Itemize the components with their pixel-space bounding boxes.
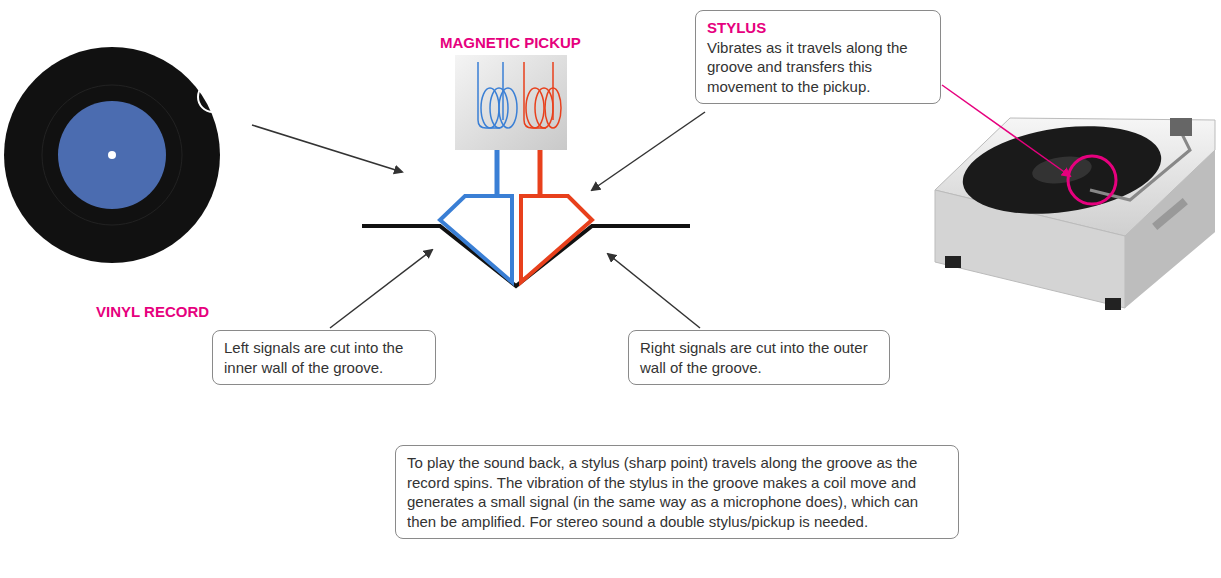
leader-arrow — [330, 250, 432, 328]
pickup-coils — [455, 55, 567, 196]
leader-arrow — [608, 254, 700, 328]
turntable — [935, 114, 1215, 310]
leader-arrow — [592, 112, 705, 190]
callout-box: Left signals are cut into the inner wall… — [212, 330, 436, 385]
callout-box: Right signals are cut into the outer wal… — [628, 330, 890, 385]
stylus-right — [521, 196, 592, 282]
box-text: To play the sound back, a stylus (sharp … — [407, 453, 947, 531]
box-text: Vibrates as it travels along the groove … — [707, 38, 929, 97]
callout-box: STYLUSVibrates as it travels along the g… — [695, 10, 941, 104]
pointer-line — [942, 85, 1070, 176]
leader-arrow — [252, 125, 402, 172]
box-heading: STYLUS — [707, 18, 929, 38]
stylus-left — [440, 196, 512, 282]
vinyl-record — [4, 47, 228, 263]
box-text: Left signals are cut into the inner wall… — [224, 338, 424, 377]
box-text: Right signals are cut into the outer wal… — [640, 338, 878, 377]
part-label: VINYL RECORD — [96, 303, 209, 320]
note-box: To play the sound back, a stylus (sharp … — [395, 445, 959, 539]
part-label: MAGNETIC PICKUP — [440, 34, 581, 51]
